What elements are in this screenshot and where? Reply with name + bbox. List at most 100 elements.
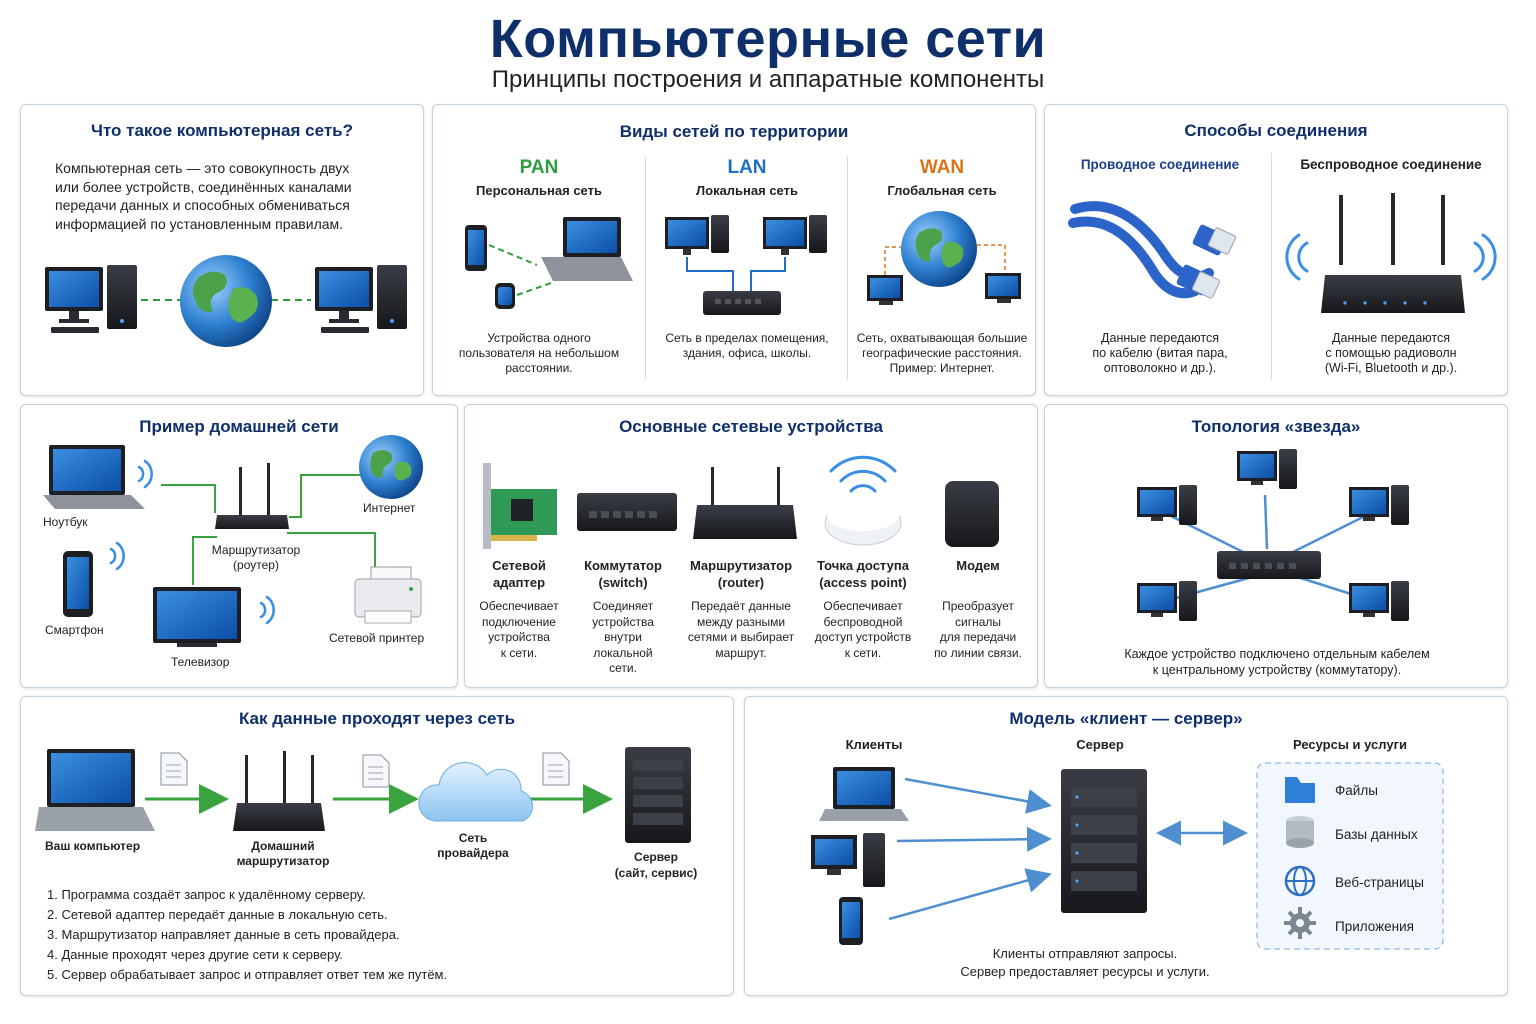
device-desc: Обеспечивает подключение устройства к се… — [479, 599, 559, 660]
page-title: Компьютерные сети — [489, 9, 1047, 69]
lan-abbr: LAN — [727, 157, 767, 178]
switch-icon — [703, 291, 781, 315]
wan-desc: Сеть, охватывающая большие географически… — [856, 331, 1028, 375]
panel-title: Виды сетей по территории — [619, 122, 849, 141]
step-item: 3. Маршрутизатор направляет данные в сет… — [47, 927, 400, 942]
panel-home-network: Пример домашней сети Ноутбук Смартфон Те… — [20, 404, 458, 688]
devices-illustrations — [483, 455, 999, 549]
panel-data-flow: Как данные проходят через сеть Ваш компь… — [20, 696, 734, 996]
switch-icon — [1217, 551, 1321, 579]
internet-label: Интернет — [363, 501, 416, 515]
client-server-diagram — [811, 762, 1444, 950]
smartphone-icon — [63, 551, 93, 617]
document-icon — [542, 752, 570, 786]
smartphone-icon — [465, 225, 487, 271]
your-pc-label: Ваш компьютер — [45, 839, 141, 853]
panel-title: Топология «звезда» — [1191, 417, 1361, 436]
pan-desc: Устройства одного пользователя на неболь… — [458, 331, 620, 375]
device-name: Коммутатор (switch) — [584, 558, 662, 590]
router-icon — [693, 467, 797, 539]
wifi-waves-icon — [1285, 233, 1497, 281]
device-desc: Обеспечивает беспроводной доступ устройс… — [814, 599, 912, 660]
resource-item: Приложения — [1335, 919, 1414, 934]
modem-icon — [945, 481, 999, 547]
panel-title: Способы соединения — [1184, 121, 1368, 140]
globe-icon — [901, 211, 977, 287]
printer-icon — [354, 566, 422, 624]
computer-icon — [1137, 581, 1197, 621]
ethernet-cable-icon — [1068, 201, 1237, 299]
computer-icon — [665, 215, 729, 255]
topology-desc: Каждое устройство подключено отдельным к… — [1124, 647, 1430, 677]
resources-heading: Ресурсы и услуги — [1292, 737, 1408, 752]
device-desc: Соединяет устройства внутри локальной се… — [592, 599, 654, 675]
smartphone-icon — [839, 897, 863, 945]
home-network-illustration — [43, 435, 423, 647]
device-name: Точка доступа (access point) — [817, 558, 909, 590]
globe-icon — [359, 435, 423, 499]
laptop-icon — [819, 767, 909, 821]
device-desc: Преобразует сигналы для передачи по лини… — [934, 599, 1022, 660]
panel-title: Как данные проходят через сеть — [238, 709, 516, 728]
clients-heading: Клиенты — [845, 737, 903, 752]
laptop-label: Ноутбук — [43, 515, 88, 529]
isp-label: Сеть провайдера — [437, 831, 509, 860]
laptop-icon — [43, 445, 145, 509]
database-icon — [1286, 816, 1314, 848]
step-item: 2. Сетевой адаптер передаёт данные в лок… — [47, 907, 388, 922]
panel-title: Модель «клиент — сервер» — [1009, 709, 1243, 728]
wan-abbr: WAN — [919, 157, 965, 178]
resource-item: Веб-страницы — [1335, 875, 1424, 890]
panel-title: Что такое компьютерная сеть? — [91, 121, 353, 140]
wired-desc: Данные передаются по кабелю (витая пара,… — [1092, 331, 1228, 375]
panel-what-is: Что такое компьютерная сеть? Компьютерна… — [20, 104, 424, 396]
wifi-waves-icon — [109, 541, 125, 571]
document-icon — [160, 752, 188, 786]
router-label: Домашний маршрутизатор — [236, 839, 330, 868]
wired-title: Проводное соединение — [1080, 157, 1240, 172]
computer-icon — [45, 265, 137, 333]
computer-icon — [1349, 581, 1409, 621]
computer-icon — [985, 273, 1021, 303]
wireless-desc: Данные передаются с помощью радиоволн (W… — [1324, 331, 1458, 375]
device-name: Маршрутизатор (router) — [689, 558, 793, 590]
server-label: Сервер (сайт, сервис) — [614, 850, 698, 880]
wifi-waves-icon — [829, 455, 897, 493]
router-icon — [233, 751, 325, 831]
panel-star-topology: Топология «звезда» Каждое устройство под… — [1044, 404, 1508, 688]
wan-name: Глобальная сеть — [887, 183, 997, 198]
tv-icon — [153, 587, 241, 647]
computer-icon — [315, 265, 407, 333]
step-item: 1. Программа создаёт запрос к удалённому… — [47, 887, 366, 902]
device-name: Модем — [956, 558, 1000, 573]
router-label: Маршрутизатор (роутер) — [211, 543, 301, 572]
computer-icon — [811, 833, 885, 887]
computer-icon — [1137, 485, 1197, 525]
folder-icon — [1285, 777, 1315, 803]
lan-desc: Сеть в пределах помещения, здания, офиса… — [665, 331, 829, 360]
laptop-icon — [35, 749, 155, 831]
server-heading: Сервер — [1076, 737, 1124, 752]
access-point-icon — [824, 499, 902, 546]
computer-icon — [1237, 449, 1297, 489]
computer-icon — [1349, 485, 1409, 525]
router-icon — [215, 463, 289, 529]
globe-icon — [1284, 865, 1316, 897]
gear-icon — [1284, 907, 1316, 939]
resource-item: Файлы — [1335, 783, 1378, 798]
data-flow-diagram — [35, 747, 691, 843]
document-icon — [362, 754, 390, 788]
wifi-router-icon — [1321, 193, 1465, 313]
printer-label: Сетевой принтер — [329, 631, 425, 645]
device-desc: Передаёт данные между разными сетями и в… — [687, 599, 795, 660]
tv-label: Телевизор — [171, 655, 230, 669]
globe-icon — [180, 255, 272, 347]
lan-name: Локальная сеть — [696, 183, 798, 198]
smartwatch-icon — [495, 283, 515, 309]
computer-icon — [867, 275, 903, 305]
cloud-icon — [418, 762, 533, 822]
page-subtitle: Принципы построения и аппаратные компоне… — [491, 66, 1045, 93]
phone-label: Смартфон — [45, 623, 104, 637]
wifi-waves-icon — [137, 459, 153, 489]
network-adapter-icon — [483, 463, 557, 549]
